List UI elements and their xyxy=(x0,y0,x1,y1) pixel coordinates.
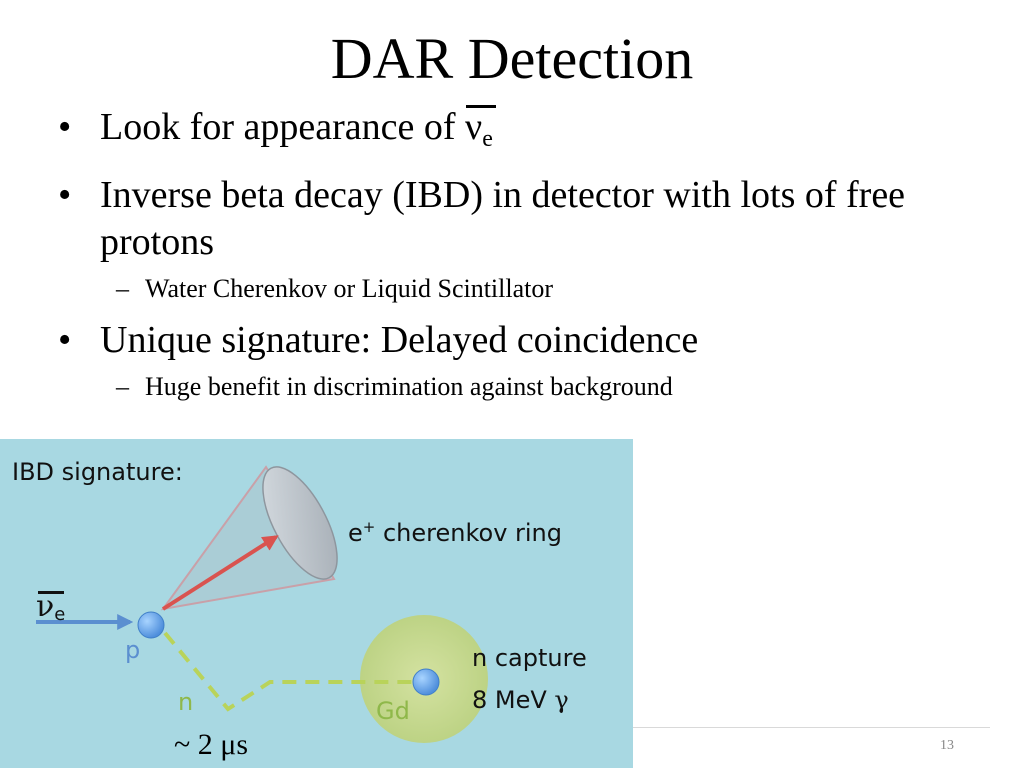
bullet-list: • Look for appearance of νe • Inverse beta… xyxy=(58,104,978,415)
footer-divider xyxy=(633,727,990,728)
gd-particle xyxy=(412,668,440,696)
bullet-dot: • xyxy=(58,174,72,216)
bullet-1: • Look for appearance of νe xyxy=(58,104,978,163)
nu-subscript: e xyxy=(482,126,493,152)
bullet-dot: • xyxy=(58,106,72,148)
diagram-antineutrino-label: νe xyxy=(36,589,65,625)
ibd-diagram-graphic xyxy=(36,465,488,743)
subbullet-1-text: Water Cherenkov or Liquid Scintillator xyxy=(145,274,554,303)
bullet-3: • Unique signature: Delayed coincidence xyxy=(58,317,978,364)
antineutrino-symbol: νe xyxy=(465,104,496,163)
ring-label-sup: + xyxy=(362,518,376,536)
ibd-signature-label: IBD signature: xyxy=(12,458,183,486)
n-capture-label: n capture xyxy=(472,644,587,672)
bullet-1-text: Look for appearance of xyxy=(100,106,466,148)
bullet-3-text: Unique signature: Delayed coincidence xyxy=(100,319,699,361)
bullet-dot: • xyxy=(58,319,72,361)
ibd-diagram: IBD signature: e+ cherenkov ring p n Gd … xyxy=(0,439,633,768)
energy-label: 8 MeV γ xyxy=(472,686,569,714)
ring-label-suffix: cherenkov ring xyxy=(375,519,562,547)
gd-label: Gd xyxy=(376,697,410,725)
positron-arrow xyxy=(161,535,279,611)
overline-bar xyxy=(38,591,64,594)
subbullet-1: –Water Cherenkov or Liquid Scintillator xyxy=(58,273,978,305)
neutron-label: n xyxy=(178,688,194,716)
cherenkov-ring-label: e+ cherenkov ring xyxy=(348,513,562,547)
gamma-symbol: γ xyxy=(554,686,569,714)
ring-label-prefix: e xyxy=(348,519,363,547)
diagram-nu-subscript: e xyxy=(54,604,66,625)
proton-label: p xyxy=(125,636,141,664)
overline-bar xyxy=(466,105,496,108)
bullet-2-text: Inverse beta decay (IBD) in detector wit… xyxy=(100,174,906,263)
energy-text: 8 MeV xyxy=(472,686,555,714)
subbullet-2: –Huge benefit in discrimination against … xyxy=(58,371,978,403)
bullet-2: • Inverse beta decay (IBD) in detector wi… xyxy=(58,172,978,266)
subbullet-2-text: Huge benefit in discrimination against b… xyxy=(145,372,673,401)
page-number: 13 xyxy=(940,738,954,753)
cherenkov-cone xyxy=(160,465,338,611)
proton-particle xyxy=(137,611,165,639)
delay-time-label: ~ 2 μs xyxy=(174,728,248,761)
subbullet-dash: – xyxy=(116,274,129,303)
diagram-nu-glyph: ν xyxy=(36,589,55,624)
slide-title: DAR Detection xyxy=(330,26,694,91)
nu-glyph: ν xyxy=(465,106,483,148)
subbullet-dash: – xyxy=(116,372,129,401)
neutron-path xyxy=(163,631,418,712)
